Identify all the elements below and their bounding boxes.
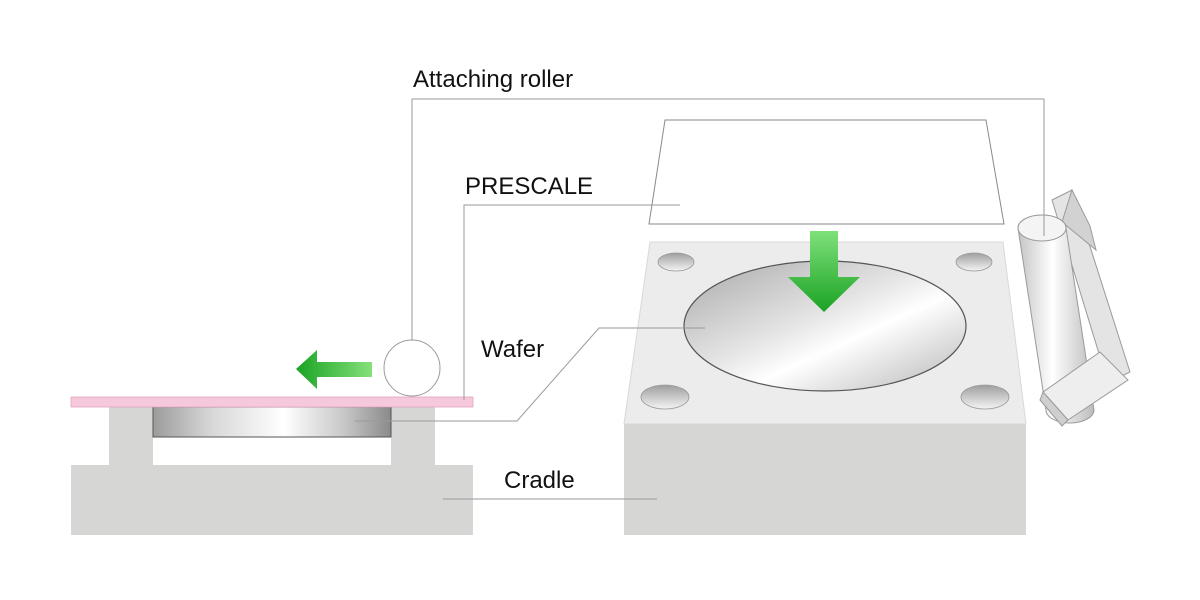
roller-frame-back bbox=[1051, 189, 1131, 384]
prescale-sheet bbox=[648, 119, 1005, 225]
cradle-hole-bottom-left bbox=[640, 384, 690, 410]
cradle-post-left bbox=[109, 405, 153, 465]
wafer-side bbox=[152, 406, 392, 438]
cradle-post-right bbox=[391, 405, 435, 465]
perspective-view bbox=[623, 119, 1131, 535]
attaching-roller-side bbox=[383, 339, 441, 397]
cradle-hole-bottom-right bbox=[960, 384, 1010, 410]
attaching-roller-perspective bbox=[1017, 188, 1131, 427]
label-attaching-roller: Attaching roller bbox=[413, 66, 573, 93]
cradle-hole-top-left bbox=[657, 252, 695, 272]
arrow-left-icon bbox=[296, 350, 372, 389]
roller-end-cap bbox=[1017, 214, 1067, 242]
label-cradle: Cradle bbox=[504, 467, 575, 494]
side-view bbox=[70, 339, 474, 535]
cradle-hole-top-right bbox=[955, 252, 993, 272]
roller-frame-side bbox=[1061, 188, 1097, 252]
arrow-down-icon bbox=[788, 231, 860, 312]
cradle-base-side bbox=[71, 465, 473, 535]
prescale-film-side bbox=[70, 396, 474, 408]
cradle-block-front bbox=[624, 424, 1026, 535]
leader-attaching-roller bbox=[411, 98, 1045, 340]
leader-prescale bbox=[463, 204, 680, 400]
roller-handle-side bbox=[1039, 391, 1069, 427]
leader-wafer bbox=[355, 327, 705, 422]
label-prescale: PRESCALE bbox=[465, 173, 593, 200]
label-wafer: Wafer bbox=[481, 336, 544, 363]
leader-lines bbox=[355, 98, 1045, 500]
